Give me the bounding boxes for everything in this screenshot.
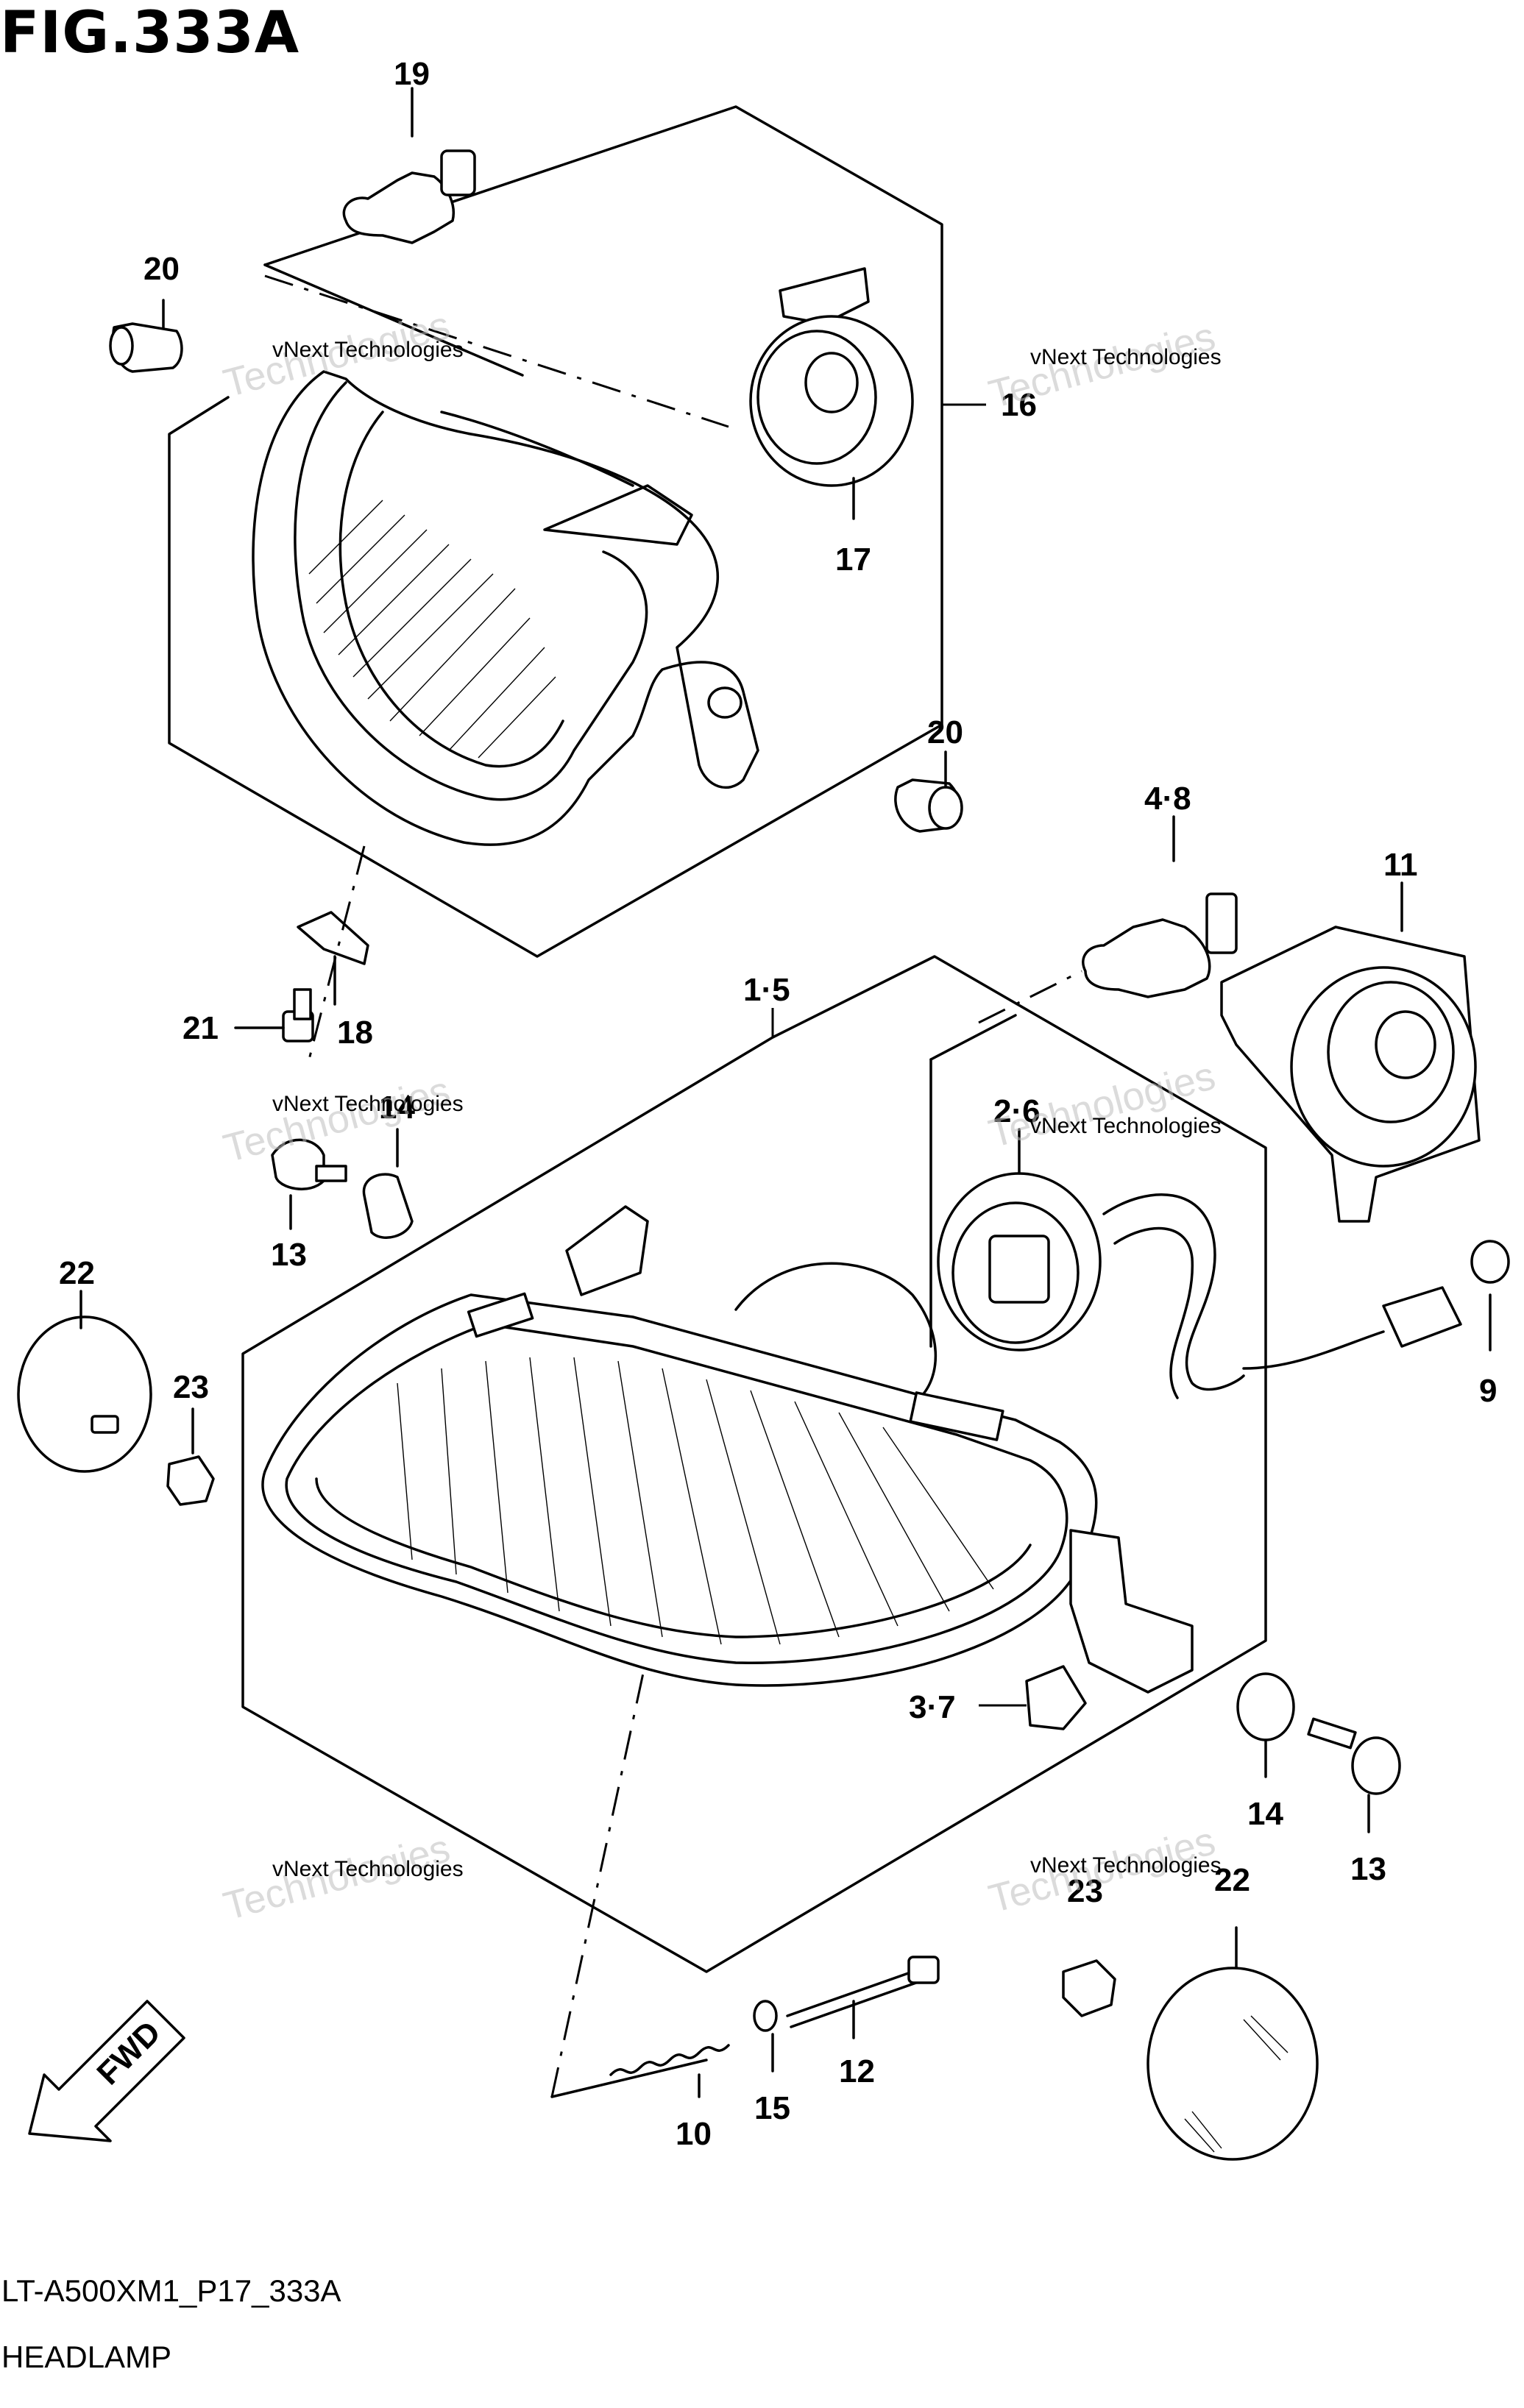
callout-1-5: 1·5 (743, 972, 790, 1008)
part-21-screw (234, 988, 314, 1043)
callout-16: 16 (1001, 387, 1037, 423)
callout-12: 12 (839, 2053, 875, 2089)
upper-assembly-box (168, 105, 986, 958)
callout-labels: 19 20 16 17 20 4·8 11 21 18 1·5 14 2·6 1… (59, 56, 1497, 2152)
part-4-8-bulb (1082, 815, 1238, 998)
part-2-6-socket (937, 1128, 1245, 1399)
part-15-washer (753, 2000, 778, 2073)
watermark-small-3: vNext Technologies (272, 1092, 464, 1116)
watermark-large-4: Technologies (985, 1054, 1220, 1157)
figure-name: HEADLAMP (1, 2340, 172, 2374)
fwd-arrow: FWD (28, 2000, 185, 2142)
callout-19: 19 (394, 56, 430, 92)
part-14-13-upper (271, 1128, 414, 1239)
callout-23-left: 23 (173, 1369, 209, 1405)
figure-code: LT-A500XM1_P17_333A (1, 2273, 341, 2308)
callout-17: 17 (835, 541, 871, 578)
part-22-23-left (17, 1290, 215, 1506)
watermark-small-6: vNext Technologies (1030, 1853, 1222, 1878)
callout-13-lower: 13 (1350, 1851, 1386, 1887)
watermark-small-2: vNext Technologies (1030, 345, 1222, 369)
callout-13-upper: 13 (271, 1237, 307, 1273)
part-3-7-clip (979, 1665, 1087, 1730)
lower-headlamp-unit (261, 1205, 1194, 1694)
part-14-13-lower (1236, 1672, 1401, 1833)
callout-11: 11 (1383, 847, 1418, 883)
watermark-small-4: vNext Technologies (1030, 1114, 1222, 1138)
part-20-grommet-top (109, 299, 183, 373)
callout-23-lower: 23 (1067, 1873, 1103, 1909)
part-9-connector (1242, 1240, 1510, 1370)
callout-14-upper: 14 (379, 1090, 415, 1126)
watermark-small-1: vNext Technologies (272, 338, 464, 362)
callout-9: 9 (1479, 1373, 1497, 1409)
callout-22-left: 22 (59, 1255, 95, 1291)
lower-assembly-box (241, 955, 1267, 2098)
callout-4-8: 4·8 (1144, 781, 1191, 817)
callout-2-6: 2·6 (993, 1093, 1041, 1129)
callout-15: 15 (754, 2090, 790, 2126)
callout-18: 18 (337, 1015, 373, 1051)
callout-3-7: 3·7 (909, 1689, 956, 1725)
upper-headlamp-housing (252, 370, 759, 846)
callout-21: 21 (182, 1010, 219, 1046)
callout-20-top: 20 (143, 251, 180, 287)
part-12-screw (786, 1956, 940, 2039)
part-10-spring (609, 2044, 730, 2098)
callout-10: 10 (676, 2116, 712, 2152)
watermark-large-3: Technologies (219, 1068, 455, 1171)
figure-title: FIG.333A (0, 0, 300, 66)
part-23-22-lower (1062, 1926, 1319, 2161)
part-16-17-cover (749, 267, 914, 520)
callout-20-right: 20 (927, 714, 963, 750)
watermark-small-5: vNext Technologies (272, 1857, 464, 1881)
callout-14-lower: 14 (1247, 1796, 1283, 1832)
part-19-bulb (342, 87, 476, 244)
callout-22-lower: 22 (1214, 1862, 1250, 1898)
part-18-clip (297, 845, 369, 1060)
part-20-grommet-right (894, 750, 963, 833)
part-11-cover (1220, 881, 1481, 1223)
